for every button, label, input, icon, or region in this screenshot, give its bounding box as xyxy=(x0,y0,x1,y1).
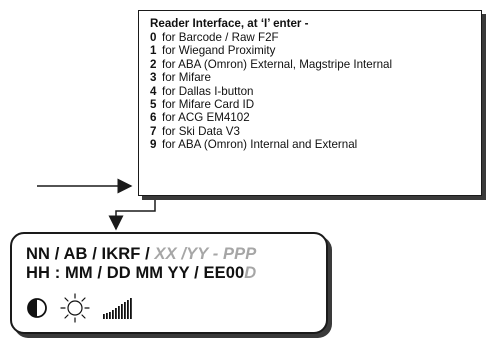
option-key: 9 xyxy=(150,138,157,152)
signal-strength-icon xyxy=(103,298,132,319)
option-text: for Barcode / Raw F2F xyxy=(162,31,279,44)
option-text: for Mifare xyxy=(162,71,211,85)
option-text: for Mifare Card ID xyxy=(162,98,255,112)
interface-option: 4 for Dallas I-button xyxy=(150,85,481,98)
interface-option: 1 for Wiegand Proximity xyxy=(150,44,481,57)
option-list: 0 for Barcode / Raw F2F 1 for Wiegand Proxi… xyxy=(150,31,481,152)
display-line-2: HH : MM / DD MM YY / EE00D xyxy=(26,264,256,283)
option-text: for Wiegand Proximity xyxy=(162,44,276,58)
option-key: 4 xyxy=(150,84,157,98)
option-key: 5 xyxy=(150,98,157,112)
brightness-icon xyxy=(60,293,90,323)
display-line-1-xx: XX / xyxy=(154,245,187,263)
display-line-1: NN / AB / IKRF / XX /YY - PPP xyxy=(26,245,256,264)
callout-title: Reader Interface, at ‘I’ enter - xyxy=(150,17,309,30)
interface-option: 5 for Mifare Card ID xyxy=(150,98,481,111)
option-key: 7 xyxy=(150,124,157,138)
interface-option: 7 for Ski Data V3 xyxy=(150,125,481,138)
interface-option: 3 for Mifare xyxy=(150,71,481,84)
reader-interface-callout: Reader Interface, at ‘I’ enter - 0 for Ba… xyxy=(138,10,482,196)
display-line-1-ppp: PPP xyxy=(223,245,257,263)
option-text: for ACG EM4102 xyxy=(162,111,250,125)
option-key: 3 xyxy=(150,71,157,85)
display-line-2-fixed: HH : MM / DD MM YY / EE00 xyxy=(26,264,245,282)
interface-option: 6 for ACG EM4102 xyxy=(150,111,481,124)
option-key: 6 xyxy=(150,111,157,125)
display-line-1-fixed: NN / AB / IKRF / xyxy=(26,245,150,263)
interface-option: 2 for ABA (Omron) External, Magstripe Int… xyxy=(150,58,481,71)
option-key: 2 xyxy=(150,57,157,71)
interface-option: 0 for Barcode / Raw F2F xyxy=(150,31,481,44)
lcd-display-panel: NN / AB / IKRF / XX /YY - PPP HH : MM / … xyxy=(10,232,328,334)
display-line-2-d: D xyxy=(244,264,257,282)
option-key: 1 xyxy=(150,44,157,58)
callout-to-display-connector xyxy=(108,197,156,231)
option-text: for Ski Data V3 xyxy=(162,124,240,138)
option-text: for ABA (Omron) External, Magstripe Inte… xyxy=(162,57,393,71)
contrast-icon xyxy=(27,298,47,318)
interface-option: 9 for ABA (Omron) Internal and External xyxy=(150,138,481,151)
display-line-1-yy: YY xyxy=(186,245,209,263)
option-text: for ABA (Omron) Internal and External xyxy=(162,138,358,152)
option-key: 0 xyxy=(150,31,157,44)
display-line-1-dash: - xyxy=(208,245,223,263)
option-text: for Dallas I-button xyxy=(162,84,254,98)
